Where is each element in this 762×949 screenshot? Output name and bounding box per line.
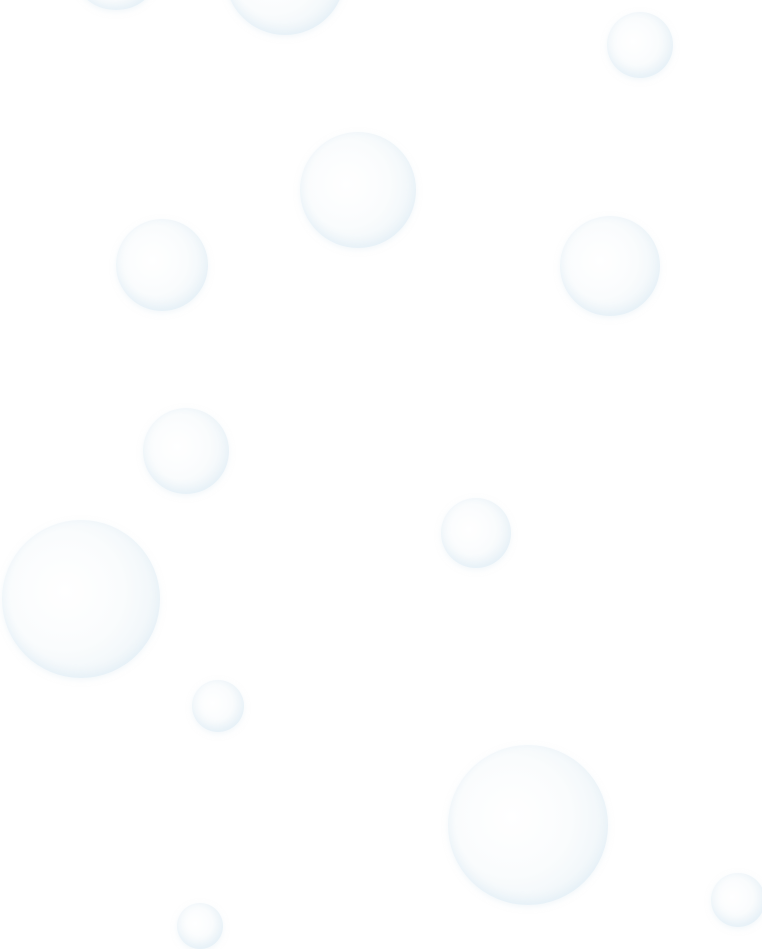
bubble [143,408,229,494]
bubble [441,498,511,568]
bubble [448,745,608,905]
bubble [177,903,223,949]
bubble [78,0,154,10]
bubble [116,219,208,311]
bubble [2,520,160,678]
bubble [192,680,244,732]
bubble [711,873,762,927]
bubble [607,12,673,78]
bubble [300,132,416,248]
bubble [560,216,660,316]
bubble [225,0,345,35]
